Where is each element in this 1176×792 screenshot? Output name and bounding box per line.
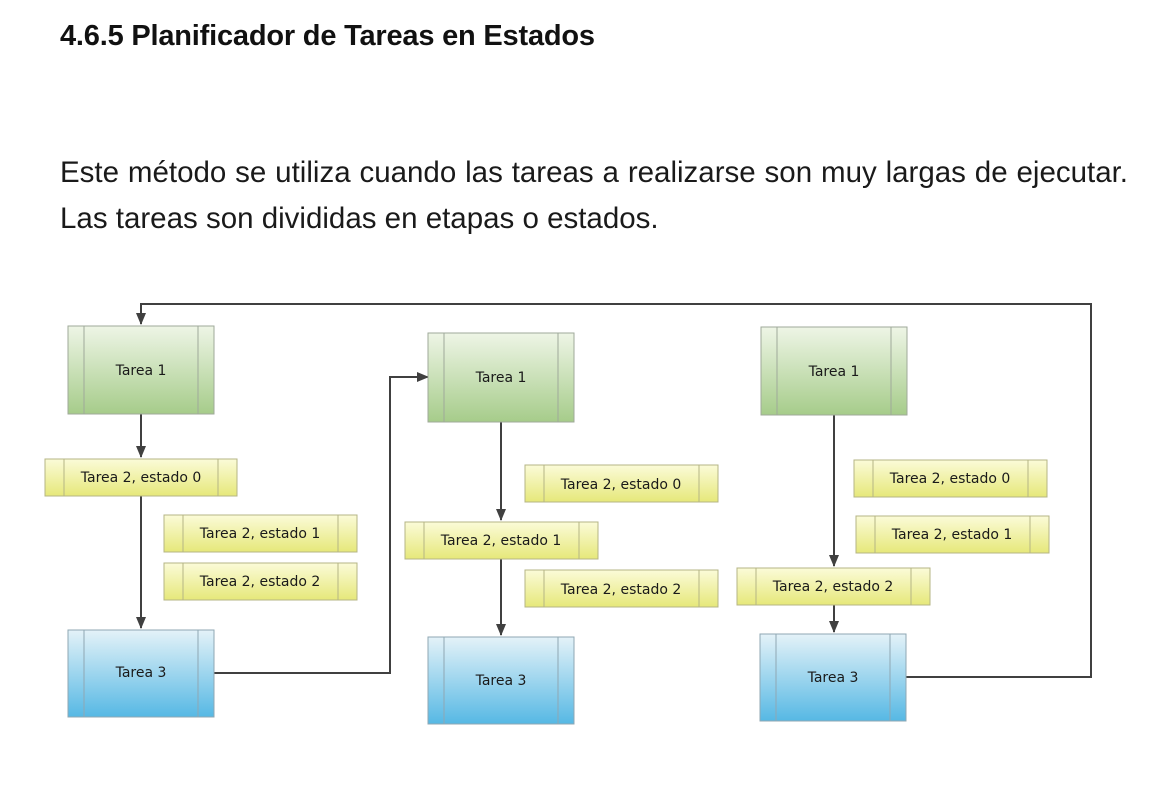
c3-estado2-box: Tarea 2, estado 2	[736, 567, 931, 606]
c3-tarea1-box: Tarea 1	[760, 326, 908, 416]
c1-estado0-box: Tarea 2, estado 0	[44, 458, 238, 497]
c1-estado1-label: Tarea 2, estado 1	[199, 526, 321, 542]
c2-estado1-label: Tarea 2, estado 1	[440, 533, 562, 549]
c2-tarea3-label: Tarea 3	[475, 673, 527, 689]
c3-estado2-label: Tarea 2, estado 2	[772, 579, 894, 595]
section-paragraph: Este método se utiliza cuando las tareas…	[60, 156, 1128, 235]
c3-tarea3-label: Tarea 3	[807, 670, 859, 686]
c1-tarea3-label: Tarea 3	[115, 665, 167, 681]
c1-estado1-box: Tarea 2, estado 1	[163, 514, 358, 553]
loop-back-arrow	[136, 303, 1092, 678]
c2-estado0-label: Tarea 2, estado 0	[560, 477, 682, 493]
c2-tarea3-box: Tarea 3	[427, 636, 575, 725]
connector-lines	[136, 303, 1092, 678]
c2-estado1-box: Tarea 2, estado 1	[404, 521, 599, 560]
c2-estado2-label: Tarea 2, estado 2	[560, 582, 682, 598]
c2-tarea1-box: Tarea 1	[427, 332, 575, 423]
c3-estado0-label: Tarea 2, estado 0	[889, 471, 1011, 487]
c1-tarea3-box: Tarea 3	[67, 629, 215, 718]
c1-estado0-label: Tarea 2, estado 0	[80, 470, 202, 486]
c3-estado1-box: Tarea 2, estado 1	[855, 515, 1050, 554]
c1-tarea1-box: Tarea 1	[67, 325, 215, 415]
c3-estado0-box: Tarea 2, estado 0	[853, 459, 1048, 498]
c3-tarea3-box: Tarea 3	[759, 633, 907, 722]
section-heading: 4.6.5 Planificador de Tareas en Estados	[60, 20, 595, 52]
c3-estado1-label: Tarea 2, estado 1	[891, 527, 1013, 543]
c1-estado2-label: Tarea 2, estado 2	[199, 574, 321, 590]
c1-tarea1-label: Tarea 1	[115, 363, 167, 379]
c1-estado2-box: Tarea 2, estado 2	[163, 562, 358, 601]
c2-estado2-box: Tarea 2, estado 2	[524, 569, 719, 608]
c2-tarea1-label: Tarea 1	[475, 370, 527, 386]
arrow-c1-tarea3-to-c2-tarea1	[214, 372, 429, 674]
c3-tarea1-label: Tarea 1	[808, 364, 860, 380]
c2-estado0-box: Tarea 2, estado 0	[524, 464, 719, 503]
